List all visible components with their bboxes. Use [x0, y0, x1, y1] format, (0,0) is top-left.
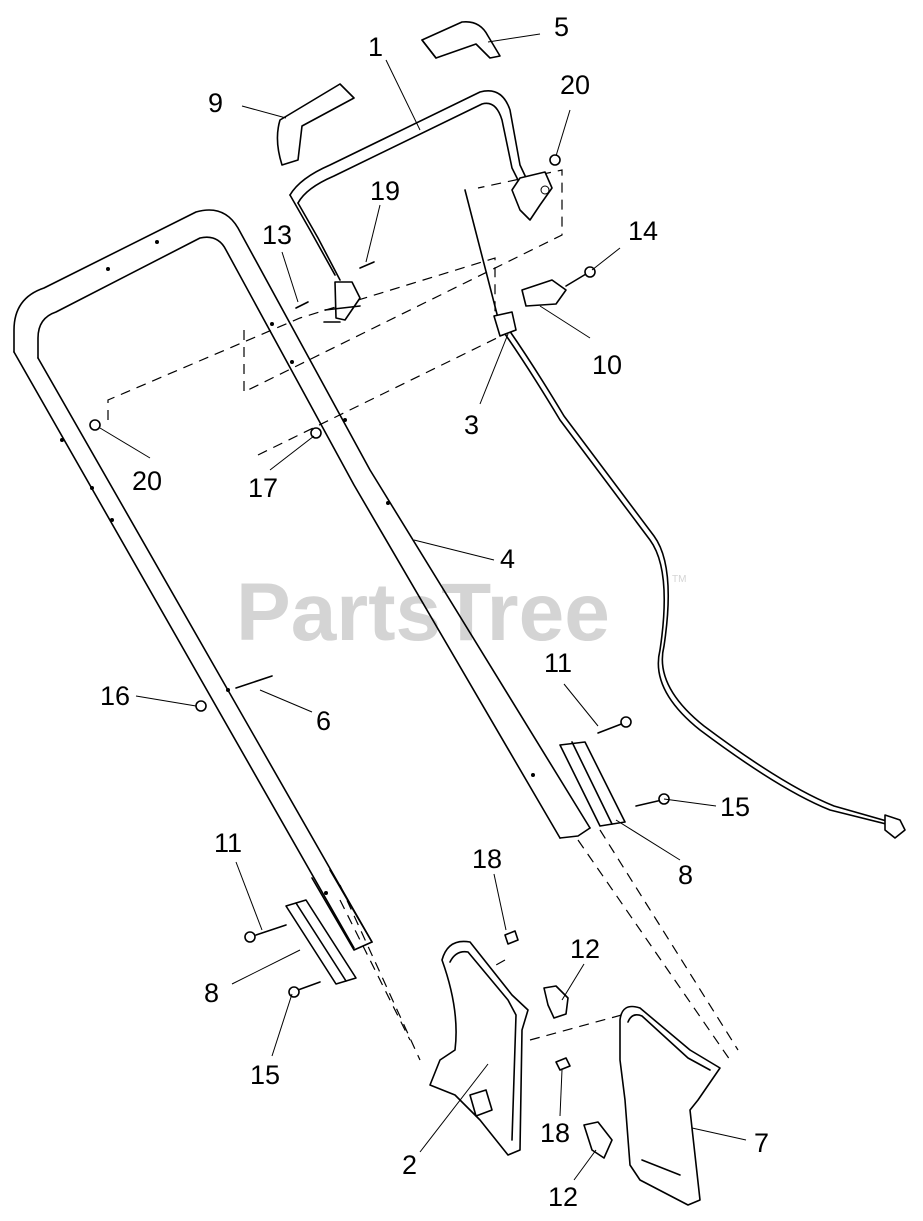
- callout-13: 13: [262, 220, 292, 250]
- bracket-8-upper: [559, 741, 626, 827]
- bolts-11-15: [244, 716, 670, 998]
- knob-12-lower: [583, 1121, 613, 1159]
- bolt-14: [565, 266, 596, 287]
- callout-14: 14: [628, 216, 658, 246]
- lower-mount-7: [619, 1005, 721, 1206]
- callout-18-upper: 18: [472, 844, 502, 874]
- callout-6: 6: [316, 706, 331, 736]
- watermark-text: PartsTree: [236, 567, 610, 658]
- control-bail: [289, 90, 553, 323]
- callout-3: 3: [464, 410, 479, 440]
- callout-18-lower: 18: [540, 1118, 570, 1148]
- callout-5: 5: [554, 12, 569, 42]
- callout-4: 4: [500, 544, 515, 574]
- callout-11-upper: 11: [544, 648, 572, 678]
- small-hardware: [89, 154, 571, 1071]
- callout-11-lower: 11: [214, 828, 242, 858]
- upper-handle-tube: [13, 209, 591, 951]
- callout-9: 9: [208, 88, 223, 118]
- callout-17: 17: [248, 473, 278, 503]
- bracket-8-lower: [285, 899, 357, 985]
- grip-5: [421, 20, 501, 59]
- callout-2: 2: [402, 1150, 417, 1180]
- knob-12-upper: [543, 985, 569, 1019]
- callout-12-upper: 12: [570, 934, 600, 964]
- callout-8-upper: 8: [678, 860, 693, 890]
- callout-12-lower: 12: [548, 1182, 578, 1212]
- callout-16: 16: [100, 681, 130, 711]
- callout-20-upper: 20: [560, 70, 590, 100]
- callout-7: 7: [754, 1128, 769, 1158]
- callout-19: 19: [370, 176, 400, 206]
- callout-10: 10: [592, 350, 622, 380]
- leader-lines: [99, 33, 747, 1181]
- callout-20-lower: 20: [132, 466, 162, 496]
- callout-15-right: 15: [720, 792, 750, 822]
- callout-15-lower: 15: [250, 1060, 280, 1090]
- grip-9: [276, 83, 355, 166]
- callout-8-lower: 8: [204, 978, 219, 1008]
- lower-mount-2: [429, 940, 529, 1156]
- cable-clip-10: [521, 279, 567, 307]
- watermark-trademark: TM: [672, 574, 686, 585]
- control-cable: [464, 189, 906, 839]
- callout-1: 1: [368, 32, 383, 62]
